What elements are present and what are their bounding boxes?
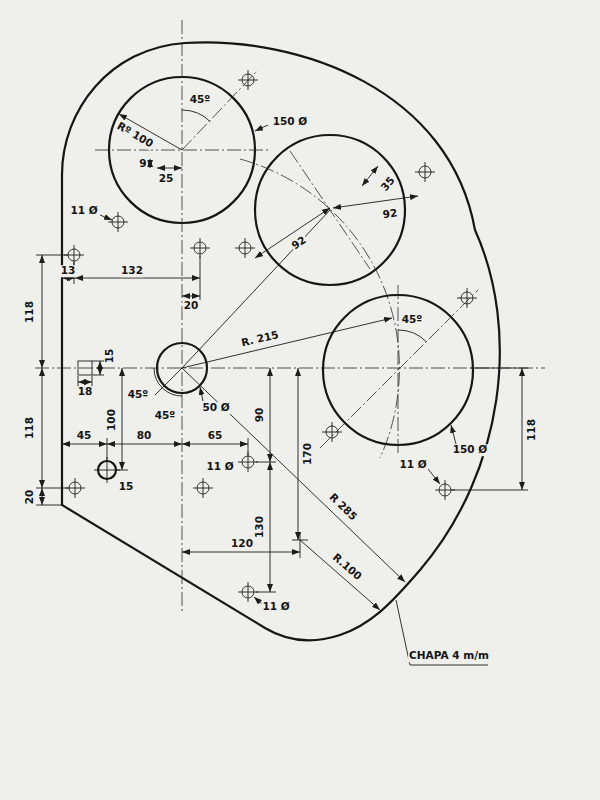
radius-label: R. 215 — [239, 329, 280, 349]
dimension-line — [522, 368, 523, 490]
dimension-line — [298, 368, 299, 540]
dimension-label: 15 — [104, 348, 116, 365]
dimension-line — [42, 368, 43, 488]
dimension-line — [182, 444, 248, 445]
dimension-line — [270, 462, 271, 592]
radius-line — [182, 210, 330, 368]
dimension-label: 170 — [302, 442, 314, 466]
dimension-label: 120 — [230, 538, 254, 550]
diameter-label: 150 Ø — [452, 444, 489, 456]
diameter-label: 50 Ø — [201, 402, 230, 414]
hole-label: 11 Ø — [69, 205, 98, 217]
dimension-label: 80 — [136, 430, 153, 442]
dimension-label: 132 — [120, 265, 144, 277]
dimension-label: 65 — [207, 430, 224, 442]
dimension-line — [157, 168, 182, 169]
material-note: CHAPA 4 m/m — [408, 650, 490, 662]
dimension-line — [78, 382, 92, 383]
leader-line — [100, 215, 112, 220]
angle-arcs — [154, 110, 426, 396]
dimension-label: 20 — [183, 300, 200, 312]
dimension-line — [62, 278, 75, 279]
dimension-line — [75, 278, 200, 279]
dimension-label: 92 — [289, 234, 309, 253]
radius-label: R 285 — [326, 490, 360, 523]
dimension-label: 118 — [526, 418, 538, 442]
dimension-line — [62, 444, 107, 445]
dimension-line — [182, 552, 300, 553]
dimension-line — [270, 368, 271, 462]
diameter-label: 150 Ø — [272, 116, 309, 128]
leader-line — [428, 469, 440, 484]
angle-label: 45º — [127, 389, 150, 401]
hole-label: 11 Ø — [205, 461, 234, 473]
dimension-line — [42, 488, 43, 505]
dimension-label: 9 — [138, 158, 147, 170]
dimension-line — [107, 444, 182, 445]
dimension-line — [122, 368, 123, 470]
angle-label: 45º — [189, 94, 212, 106]
radius-line — [182, 368, 405, 582]
dimension-label: 100 — [106, 408, 118, 432]
leader-line — [451, 425, 456, 444]
diameter-label: 15 — [118, 481, 135, 493]
hole-label: 11 Ø — [261, 601, 290, 613]
radius-line — [300, 540, 380, 610]
radius-label: Rº 100 — [114, 120, 156, 151]
dimension-label: 118 — [24, 416, 36, 440]
dimension-label: 45 — [76, 430, 93, 442]
plate-outline — [62, 42, 500, 640]
extension-lines — [36, 255, 528, 592]
dimension-line — [150, 159, 151, 168]
dimension-line — [362, 166, 378, 186]
dimension-line — [42, 255, 43, 368]
dimension-label: 18 — [77, 386, 94, 398]
dimension-label: 90 — [254, 407, 266, 424]
angle-label: 45º — [401, 314, 424, 326]
radius-line — [182, 318, 392, 368]
dimension-label: 118 — [24, 300, 36, 324]
dimension-label: 20 — [24, 489, 36, 506]
dimension-line — [333, 196, 418, 208]
radius-label: R.100 — [330, 551, 365, 583]
angle-label: 45º — [154, 410, 177, 422]
center-lines — [35, 20, 545, 612]
leader-line — [200, 387, 203, 401]
dimension-label: 25 — [158, 173, 175, 185]
hole-label: 11 Ø — [398, 459, 427, 471]
dimension-label: 35 — [378, 174, 398, 194]
dimension-line — [182, 296, 200, 297]
dimension-line — [100, 361, 101, 375]
pitch-arc — [240, 159, 399, 458]
dimension-label: 92 — [381, 207, 399, 221]
dimension-label: 13 — [60, 265, 77, 277]
leader-line — [255, 125, 268, 131]
dimension-label: 130 — [254, 515, 266, 539]
